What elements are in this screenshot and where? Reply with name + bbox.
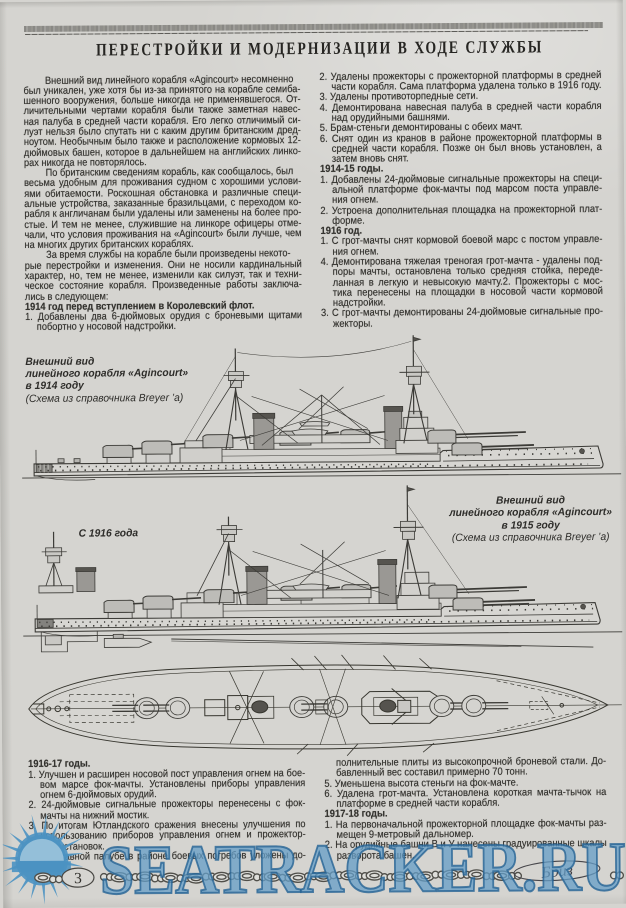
svg-text:3: 3 — [74, 870, 82, 887]
